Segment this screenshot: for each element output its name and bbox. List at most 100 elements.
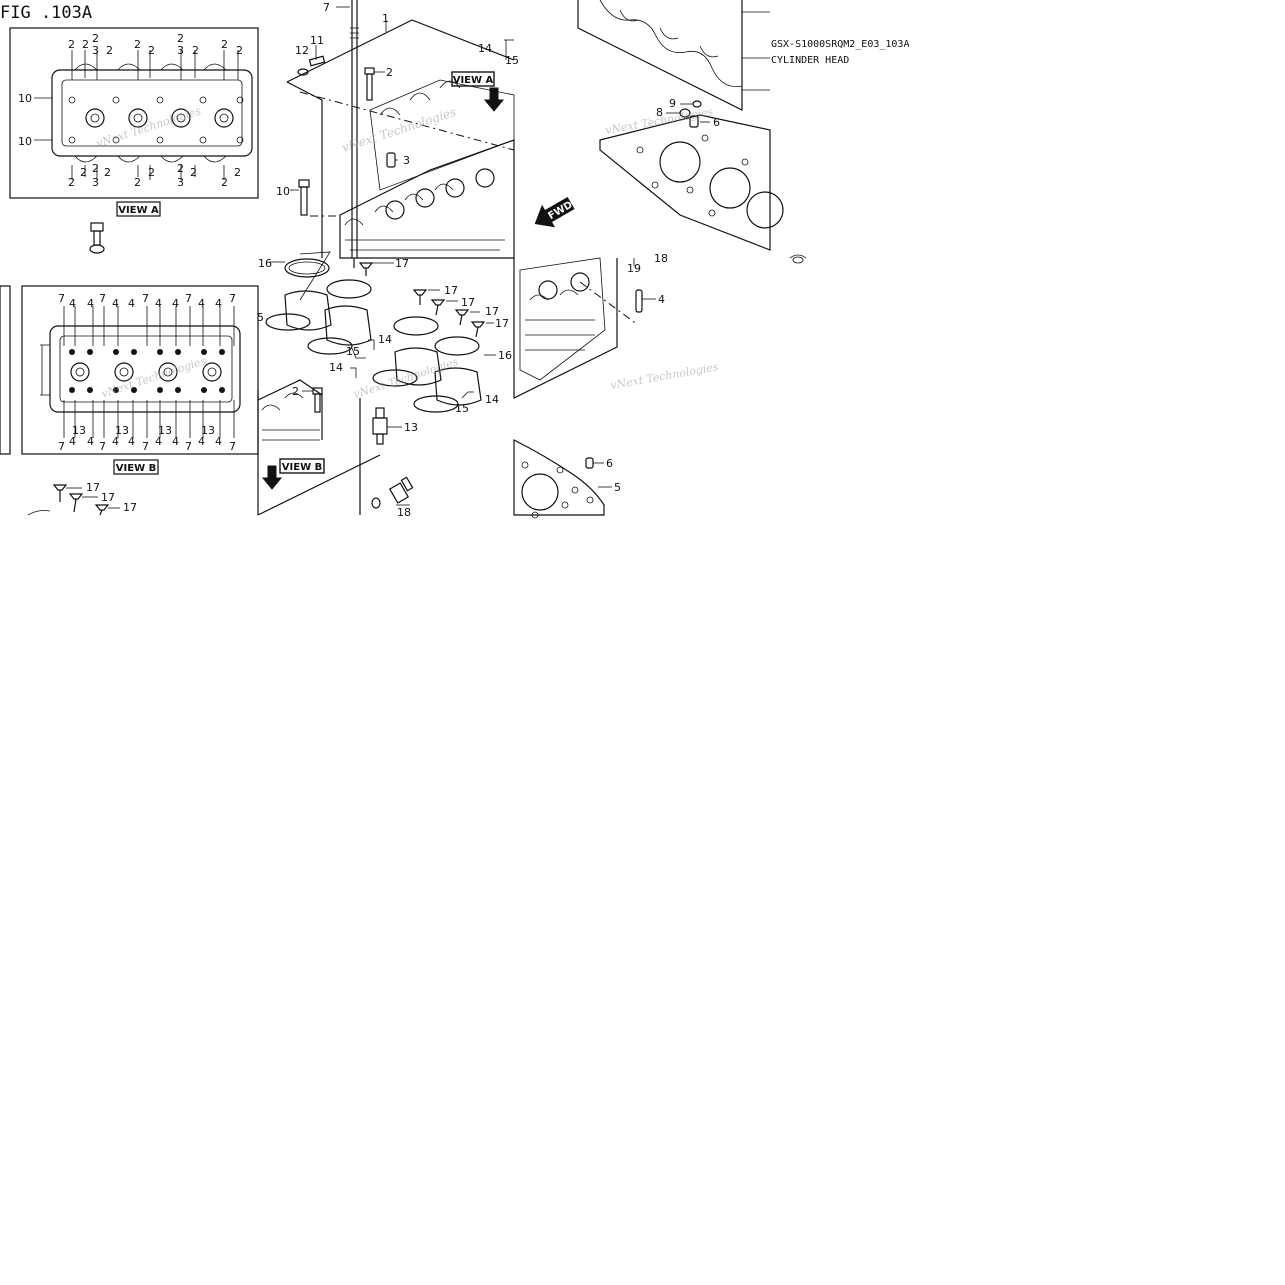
svg-text:3: 3 (177, 44, 184, 57)
svg-text:4: 4 (215, 297, 222, 310)
view-b-ref-label: VIEW B (282, 462, 322, 473)
svg-text:4: 4 (69, 297, 76, 310)
right-middle-drawing (513, 257, 656, 399)
svg-text:14: 14 (378, 333, 392, 346)
svg-text:2: 2 (106, 44, 113, 57)
svg-text:4: 4 (128, 297, 135, 310)
svg-text:2: 2 (134, 176, 141, 189)
svg-text:7: 7 (99, 292, 106, 305)
svg-text:7: 7 (142, 292, 149, 305)
right-middle-callouts: 19 18 4 (627, 252, 668, 306)
svg-text:vNext Technologies: vNext Technologies (352, 355, 460, 401)
svg-text:17: 17 (495, 317, 509, 330)
svg-text:2: 2 (104, 166, 111, 179)
intake-boots-drawing (265, 251, 496, 413)
svg-text:13: 13 (201, 424, 215, 437)
svg-text:vNext Technologies: vNext Technologies (95, 104, 203, 150)
view-b-box (113, 459, 159, 475)
view-a-caption: VIEW A (118, 205, 159, 216)
svg-text:17: 17 (101, 491, 115, 504)
center-top-callouts: 7 1 12 11 2 3 10 14 15 (276, 1, 519, 198)
svg-text:2: 2 (234, 166, 241, 179)
svg-text:2: 2 (221, 38, 228, 51)
lower-center-drawing (257, 379, 414, 516)
svg-text:4: 4 (198, 297, 205, 310)
svg-text:13: 13 (404, 421, 418, 434)
svg-text:13: 13 (158, 424, 172, 437)
svg-text:4: 4 (112, 297, 119, 310)
svg-text:2: 2 (236, 44, 243, 57)
svg-text:17: 17 (485, 305, 499, 318)
lower-center-callouts: 2 13 18 (292, 385, 418, 519)
svg-text:4: 4 (155, 297, 162, 310)
view-b-ref-box (279, 458, 325, 474)
svg-text:4: 4 (87, 435, 94, 448)
figure-code: GSX-S1000SRQM2_E03_103A (771, 39, 909, 50)
svg-text:17: 17 (123, 501, 137, 514)
svg-text:17: 17 (86, 481, 100, 494)
svg-text:2: 2 (292, 385, 299, 398)
svg-text:2: 2 (134, 38, 141, 51)
svg-text:11: 11 (310, 34, 324, 47)
svg-text:5: 5 (257, 311, 264, 324)
svg-text:3: 3 (403, 154, 410, 167)
svg-text:15: 15 (346, 345, 360, 358)
view-b-panel (0, 285, 259, 455)
arrow-down-icon (483, 87, 505, 112)
svg-text:16: 16 (258, 257, 272, 270)
arrow-down-icon (261, 465, 283, 490)
svg-text:17: 17 (395, 257, 409, 270)
svg-text:4: 4 (128, 435, 135, 448)
view-b-caption: VIEW B (116, 463, 156, 474)
svg-text:14: 14 (329, 361, 343, 374)
svg-text:16: 16 (498, 349, 512, 362)
svg-text:10: 10 (18, 92, 32, 105)
svg-text:13: 13 (72, 424, 86, 437)
figure-name: CYLINDER HEAD (771, 55, 849, 66)
svg-text:vNext Technologies: vNext Technologies (609, 360, 719, 392)
svg-text:18: 18 (654, 252, 668, 265)
svg-text:6: 6 (713, 116, 720, 129)
svg-text:4: 4 (69, 435, 76, 448)
svg-text:2: 2 (190, 166, 197, 179)
svg-text:10: 10 (276, 185, 290, 198)
svg-text:13: 13 (115, 424, 129, 437)
lower-left-callouts: 17 17 17 (86, 481, 137, 514)
svg-text:4: 4 (155, 435, 162, 448)
view-a-panel (9, 27, 259, 199)
lower-right-gasket (513, 439, 612, 519)
svg-text:7: 7 (323, 1, 330, 14)
svg-text:2: 2 (92, 32, 99, 45)
svg-text:7: 7 (99, 440, 106, 453)
svg-text:15: 15 (455, 402, 469, 415)
svg-text:1: 1 (382, 12, 389, 25)
svg-text:2: 2 (192, 44, 199, 57)
svg-text:4: 4 (112, 435, 119, 448)
fwd-arrow-icon: FWD (534, 196, 575, 228)
svg-text:2: 2 (177, 162, 184, 175)
svg-text:7: 7 (58, 292, 65, 305)
svg-text:2: 2 (68, 176, 75, 189)
svg-text:9: 9 (669, 97, 676, 110)
svg-text:12: 12 (295, 44, 309, 57)
sensor-icon (371, 476, 414, 509)
svg-text:3: 3 (92, 176, 99, 189)
svg-text:4: 4 (198, 435, 205, 448)
svg-text:2: 2 (177, 32, 184, 45)
svg-text:14: 14 (478, 42, 492, 55)
svg-text:19: 19 (627, 262, 641, 275)
svg-text:2: 2 (148, 44, 155, 57)
svg-text:4: 4 (215, 435, 222, 448)
svg-text:17: 17 (444, 284, 458, 297)
svg-text:7: 7 (142, 440, 149, 453)
svg-text:4: 4 (172, 435, 179, 448)
svg-text:3: 3 (92, 44, 99, 57)
upper-right-drawing (577, 0, 807, 264)
view-b-callouts: 7 4 4 7 4 4 7 4 4 7 4 4 7 7 4 13 4 7 4 1… (58, 292, 236, 453)
svg-text:7: 7 (185, 440, 192, 453)
svg-text:2: 2 (80, 166, 87, 179)
svg-text:2: 2 (386, 66, 393, 79)
svg-text:5: 5 (614, 481, 621, 494)
screw-icons-lower-left (27, 484, 120, 516)
